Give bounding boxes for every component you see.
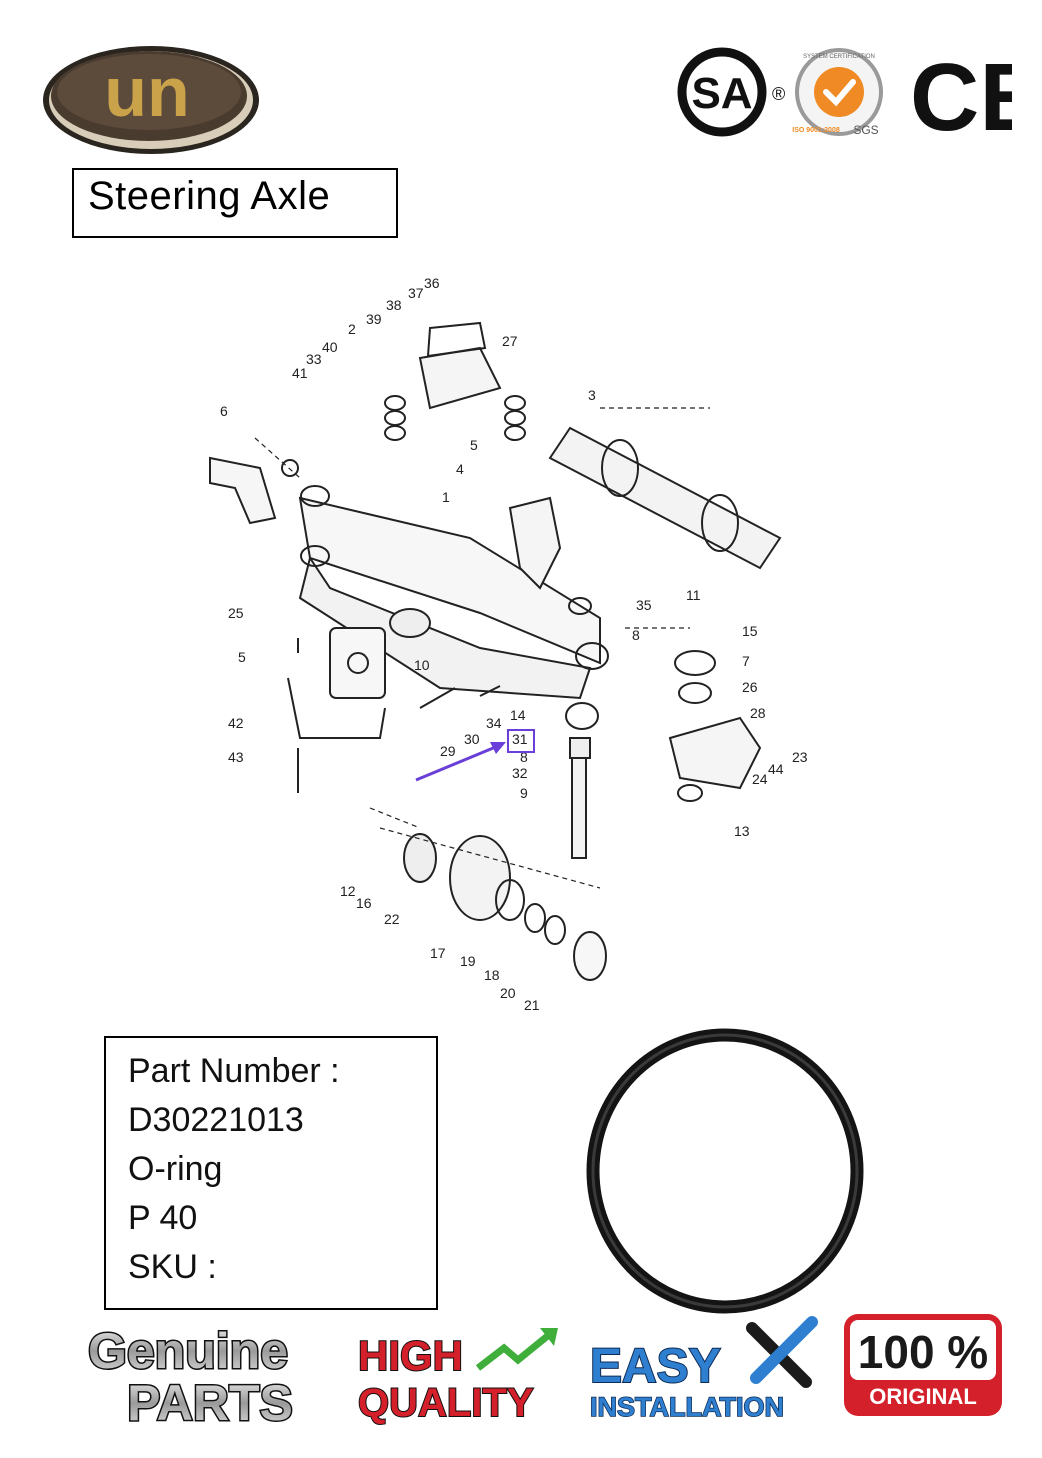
logo-text: un [104, 53, 190, 131]
csa-logo: SA ® [677, 47, 785, 137]
callout: 36 [424, 275, 440, 291]
highlight-marker [415, 729, 535, 782]
callout: 23 [792, 749, 808, 765]
callout: 41 [292, 365, 308, 381]
tools-icon [746, 1316, 818, 1388]
part-number-label: Part Number : [128, 1052, 340, 1090]
percent-text: 100 % [858, 1326, 988, 1378]
parts-text: PARTS [127, 1375, 293, 1428]
callout: 22 [384, 911, 400, 927]
callout: 38 [386, 297, 402, 313]
callout: 43 [228, 749, 244, 765]
callout: 40 [322, 339, 338, 355]
callout: 44 [768, 761, 784, 777]
iso-sgs-logo: SYSTEM CERTIFICATION ISO 9001:2008 SGS [792, 48, 883, 137]
callout: 11 [686, 587, 701, 603]
callout: 10 [414, 657, 430, 673]
callout: 8 [520, 749, 528, 765]
trend-arrow-icon [475, 1331, 553, 1371]
callout: 16 [356, 895, 372, 911]
certification-logos: SA ® SYSTEM CERTIFICATION ISO 9001:2008 … [677, 44, 1012, 144]
callout: 13 [734, 823, 750, 839]
callout: 5 [470, 437, 478, 453]
callout: 14 [510, 707, 526, 723]
callout: 7 [742, 653, 750, 669]
callout: 5 [238, 649, 246, 665]
sgs-text: SGS [853, 123, 878, 137]
part-info-box [104, 1036, 438, 1310]
callout: 28 [750, 705, 766, 721]
callout: 30 [464, 731, 480, 747]
sku-label: SKU : [128, 1248, 217, 1286]
callout: 6 [220, 403, 228, 419]
csa-text: SA [691, 69, 752, 118]
callout: 39 [366, 311, 382, 327]
callout: 12 [340, 883, 356, 899]
exploded-parts-diagram: 36 37 38 39 2 27 40 33 41 6 3 5 4 1 11 3… [209, 275, 808, 1013]
callout: 33 [306, 351, 322, 367]
callout: 3 [588, 387, 596, 403]
callout: 17 [430, 945, 446, 961]
original-text: ORIGINAL [869, 1384, 977, 1409]
part-name: O-ring [128, 1150, 223, 1188]
part-number-value: D30221013 [128, 1101, 304, 1139]
callout: 20 [500, 985, 516, 1001]
callout: 25 [228, 605, 244, 621]
callout: 19 [460, 953, 476, 969]
callout: 1 [442, 489, 450, 505]
callout: 27 [502, 333, 518, 349]
part-size: P 40 [128, 1199, 198, 1237]
iso-text: ISO 9001:2008 [792, 127, 840, 134]
callout: 24 [752, 771, 768, 787]
original-badge: 100 % ORIGINAL [844, 1314, 1002, 1416]
high-text: HIGH [358, 1332, 463, 1379]
page-title: Steering Axle [88, 174, 331, 218]
callout: 35 [636, 597, 652, 613]
callout: 34 [486, 715, 502, 731]
genuine-text: Genuine [88, 1323, 288, 1379]
callout: 21 [524, 997, 540, 1013]
quality-text: QUALITY [358, 1381, 534, 1425]
callout: 18 [484, 967, 500, 983]
installation-text: INSTALLATION [590, 1392, 784, 1422]
title-box [72, 168, 398, 238]
ce-mark: CE [910, 44, 1012, 144]
callout: 37 [408, 285, 424, 301]
easy-installation-badge: EASY INSTALLATION [589, 1316, 818, 1423]
easy-text: EASY [590, 1340, 721, 1393]
genuine-parts-badge: Genuine PARTS [86, 1322, 294, 1429]
callout: 2 [348, 321, 356, 337]
callout: 4 [456, 461, 464, 477]
callout: 15 [742, 623, 758, 639]
callout: 32 [512, 765, 528, 781]
registered-mark: ® [772, 84, 785, 104]
callout: 26 [742, 679, 758, 695]
o-ring-image [586, 1028, 864, 1314]
callout: 42 [228, 715, 244, 731]
callout: 31 [512, 731, 528, 747]
callout: 8 [632, 627, 640, 643]
high-quality-badge: HIGH QUALITY [357, 1328, 558, 1426]
callout: 9 [520, 785, 528, 801]
brand-logo: un [43, 46, 259, 154]
callout: 29 [440, 743, 456, 759]
sgs-arc-text: SYSTEM CERTIFICATION [803, 54, 875, 60]
